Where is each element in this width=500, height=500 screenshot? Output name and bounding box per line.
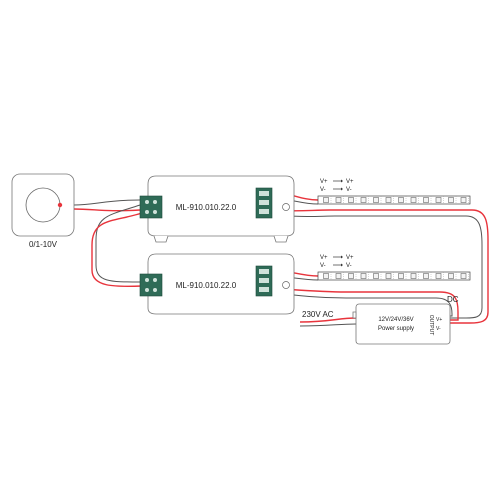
strip-2-legend-left-neg: V- xyxy=(320,263,326,269)
wire-c1-power-neg xyxy=(267,213,483,319)
screw-icon xyxy=(259,191,269,196)
led-strip-2 xyxy=(317,271,471,281)
wire-dimmer-pos xyxy=(73,208,141,212)
led-chip-icon xyxy=(435,197,442,203)
wire-ac-l xyxy=(299,317,357,323)
led-chip-icon xyxy=(373,273,379,279)
led-chip-icon xyxy=(385,273,392,279)
screw-icon xyxy=(145,288,149,292)
arrow-head-icon xyxy=(341,187,343,191)
dimmer-label: 0/1-10V xyxy=(29,240,58,249)
led-chip-icon xyxy=(460,273,467,279)
power-supply-input-stub xyxy=(352,311,357,319)
power-supply-name: Power supply xyxy=(378,326,414,332)
screw-icon xyxy=(145,278,149,282)
wire-c2-power-pos xyxy=(267,287,459,321)
screw-icon xyxy=(153,210,157,214)
led-chip-icon xyxy=(423,273,429,279)
dc-label: DC xyxy=(447,295,459,304)
mount-hole-icon xyxy=(282,203,290,211)
wire-ctrl-link-neg xyxy=(95,204,141,283)
dimmer-knob xyxy=(25,187,61,223)
controller-1-tab-right xyxy=(273,235,289,243)
led-chip-icon xyxy=(335,197,342,203)
controller-1-tab xyxy=(153,235,169,243)
led-chip-icon xyxy=(348,273,354,279)
led-chip-icon xyxy=(398,273,404,279)
led-chip-icon xyxy=(373,197,379,203)
arrow-head-icon xyxy=(341,179,343,183)
led-chip-icon xyxy=(435,273,442,279)
mount-hole-icon xyxy=(282,281,290,289)
dimmer-indicator-dot xyxy=(57,202,63,208)
strip-2-legend-right-pos: V+ xyxy=(346,255,354,261)
led-chip-icon xyxy=(385,197,392,203)
screw-icon xyxy=(153,200,157,204)
strip-2-legend: V+ V- V+ V- xyxy=(320,255,354,269)
screw-icon xyxy=(259,200,269,205)
strip-1-legend-right-neg: V- xyxy=(346,187,352,193)
screw-icon xyxy=(259,287,269,292)
screw-icon xyxy=(259,278,269,283)
wire-c2-power-neg xyxy=(267,291,453,317)
led-chip-icon xyxy=(448,197,454,203)
screw-icon xyxy=(145,210,149,214)
controller-1-input-terminal xyxy=(139,195,163,219)
wire-dimmer-neg xyxy=(73,199,141,206)
screw-icon xyxy=(153,288,157,292)
power-supply-output-pos: V+ xyxy=(436,317,442,323)
strip-1-legend-left-neg: V- xyxy=(320,187,326,193)
led-chip-icon xyxy=(448,273,454,279)
controller-1-model: ML-910.010.22.0 xyxy=(176,203,237,212)
ac-input-label: 230V AC xyxy=(302,310,334,319)
screw-icon xyxy=(145,200,149,204)
strip-2-legend-right-neg: V- xyxy=(346,263,352,269)
led-strip-body xyxy=(317,271,471,281)
led-chip-icon xyxy=(348,197,354,203)
led-chip-icon xyxy=(335,273,342,279)
strip-2-legend-left-pos: V+ xyxy=(320,255,328,261)
dimmer: 0/1-10V xyxy=(11,173,75,249)
strip-1-legend-left-pos: V+ xyxy=(320,179,328,185)
screw-icon xyxy=(259,209,269,214)
led-chip-icon xyxy=(323,273,329,279)
controller-1: ML-910.010.22.0 xyxy=(139,175,295,243)
led-strip-body xyxy=(317,195,471,205)
power-supply: 230V AC DC 12V/24V/36V Power supply OUTP… xyxy=(302,295,459,345)
power-supply-body xyxy=(355,303,451,345)
screw-icon xyxy=(259,269,269,274)
led-chip-icon xyxy=(323,197,329,203)
controller-2-input-terminal xyxy=(139,273,163,297)
power-supply-voltage: 12V/24V/36V xyxy=(378,317,413,323)
wire-ctrl-link-pos xyxy=(91,212,143,288)
led-chip-icon xyxy=(360,197,367,203)
led-chip-icon xyxy=(360,273,367,279)
arrow-head-icon xyxy=(341,263,343,267)
led-chip-icon xyxy=(410,197,417,203)
controller-2-model: ML-910.010.22.0 xyxy=(176,281,237,290)
power-supply-output-neg: V- xyxy=(436,326,441,332)
strip-1-legend: V+ V- V+ V- xyxy=(320,179,354,193)
wire-ac-n xyxy=(299,323,357,327)
controller-2: ML-910.010.22.0 xyxy=(139,253,295,315)
led-chip-icon xyxy=(460,197,467,203)
wire-c1-power-pos xyxy=(267,209,489,324)
led-chip-icon xyxy=(398,197,404,203)
strip-1-legend-right-pos: V+ xyxy=(346,179,354,185)
led-chip-icon xyxy=(423,197,429,203)
arrow-head-icon xyxy=(341,255,343,259)
led-strip-1 xyxy=(317,195,471,205)
power-supply-output-label: OUTPUT xyxy=(428,315,434,336)
led-chip-icon xyxy=(410,273,417,279)
screw-icon xyxy=(153,278,157,282)
